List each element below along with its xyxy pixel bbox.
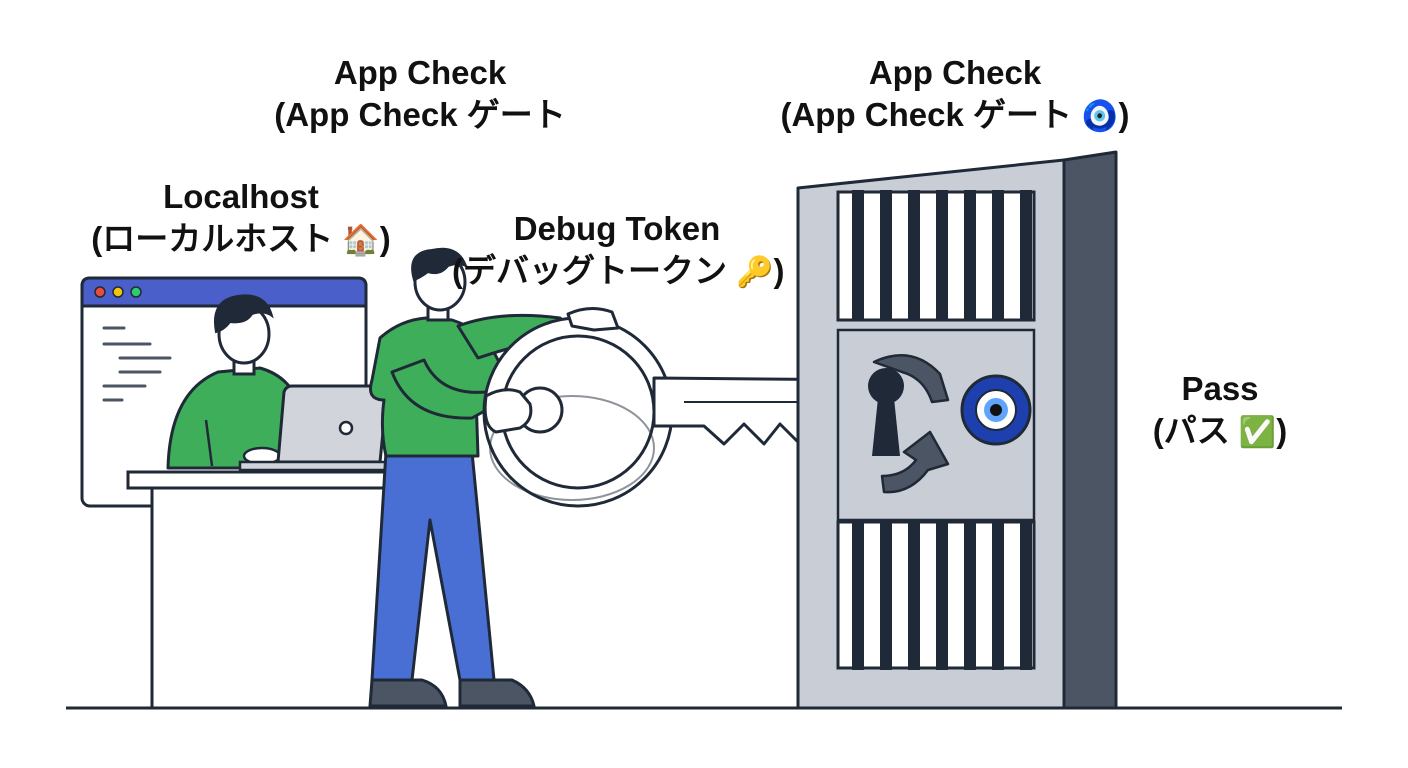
keyhole	[868, 368, 904, 404]
app-check-right-label: App Check (App Check ゲート 🧿)	[760, 52, 1150, 138]
gripping-hand	[483, 388, 533, 434]
debug-token-title: Debug Token	[513, 210, 721, 247]
pants	[370, 450, 496, 682]
rotate-arrow-top-icon	[872, 354, 950, 404]
app-check-right-close: )	[1118, 96, 1130, 133]
pass-label: Pass (パス ✅)	[1130, 368, 1310, 454]
front-arm	[390, 358, 492, 420]
app-check-right-title: App Check	[868, 54, 1042, 91]
nazar-eye-icon	[960, 374, 1032, 446]
sitting-developer	[166, 294, 312, 470]
house-icon: 🏠	[342, 223, 380, 258]
window-max-dot	[130, 286, 142, 298]
app-check-right-subtitle: (App Check ゲート	[780, 96, 1072, 133]
debug-token-label: Debug Token (デバッグトークン 🔑)	[452, 208, 785, 294]
code-lines	[102, 326, 172, 402]
debug-token-subtitle: (デバッグトークン	[452, 252, 727, 289]
app-check-left-subtitle: (App Check ゲート	[274, 96, 566, 133]
standing-hair	[411, 247, 468, 282]
window-min-dot	[112, 286, 124, 298]
localhost-close: )	[379, 220, 391, 257]
pass-title: Pass	[1181, 370, 1259, 407]
standing-developer	[368, 247, 578, 708]
app-check-gate	[796, 150, 1118, 710]
rotate-arrow-bottom-icon	[880, 430, 950, 494]
localhost-label: Localhost (ローカルホスト 🏠)	[86, 176, 396, 262]
key-icon: 🔑	[736, 255, 774, 290]
desk	[126, 470, 396, 710]
pass-close: )	[1276, 412, 1288, 449]
localhost-title: Localhost	[163, 178, 319, 215]
debug-token-close: )	[773, 252, 785, 289]
laptop-logo-icon	[338, 420, 354, 436]
window-close-dot	[94, 286, 106, 298]
localhost-subtitle: (ローカルホスト	[91, 220, 334, 257]
pass-subtitle: (パス	[1152, 412, 1230, 449]
right-shoe	[458, 678, 536, 708]
check-mark-icon: ✅	[1238, 415, 1277, 450]
app-check-left-title: App Check	[333, 54, 507, 91]
nazar-eye-emoji-icon: 🧿	[1081, 99, 1119, 134]
top-hand	[566, 307, 620, 332]
left-shoe	[368, 678, 448, 708]
app-check-left-label: App Check (App Check ゲート	[260, 52, 580, 136]
